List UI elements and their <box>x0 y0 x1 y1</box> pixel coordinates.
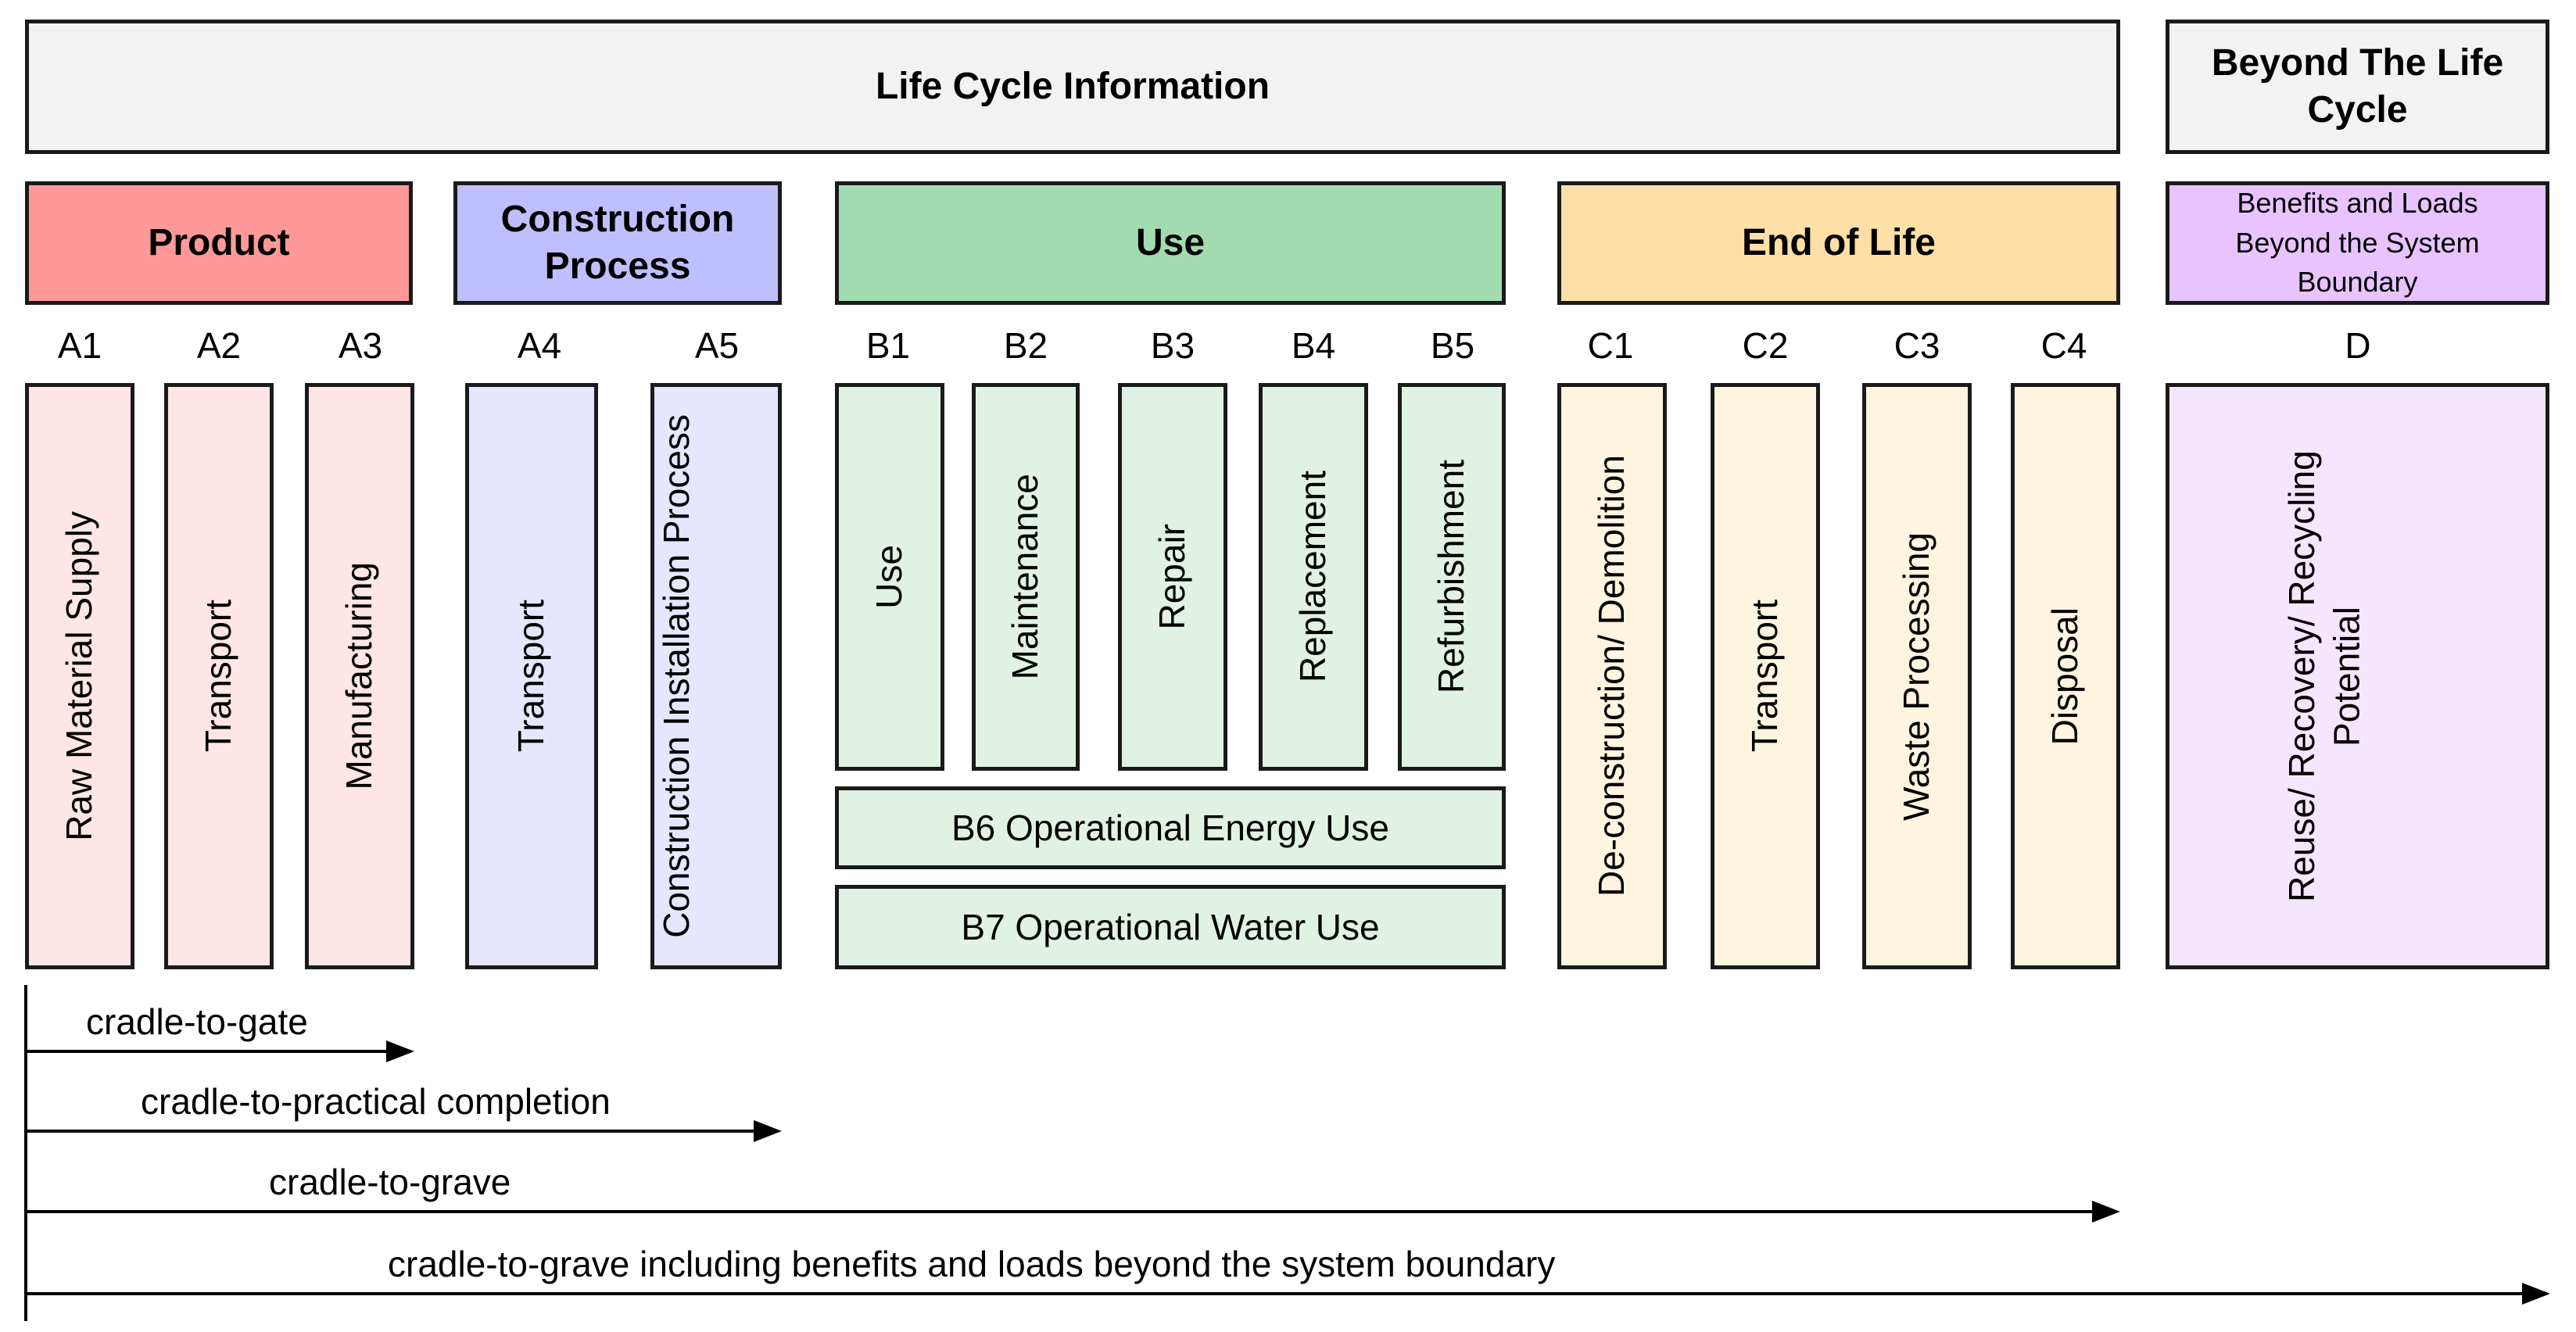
module-c4-disposal: Disposal <box>2011 383 2120 969</box>
end-of-life-stage-header: End of Life <box>1557 181 2120 305</box>
module-a5-construction-installation: Construction Installation Process <box>650 383 782 969</box>
module-c1-deconstruction-demolition: De-construction/ Demolition <box>1557 383 1667 969</box>
module-b4-replacement: Replacement <box>1259 383 1368 771</box>
end-of-life-stage-label: End of Life <box>1742 222 1936 263</box>
product-stage-label: Product <box>148 222 290 263</box>
beyond-life-cycle-banner: Beyond The Life Cycle <box>2166 20 2549 154</box>
module-b6-operational-energy-use: B6 Operational Energy Use <box>835 786 1506 869</box>
code-a1: A1 <box>57 325 102 366</box>
module-b3-repair: Repair <box>1118 383 1227 771</box>
benefits-stage-label: Benefits and Loads Beyond the System Bou… <box>2235 187 2480 299</box>
cradle-to-practical-arrowhead <box>754 1120 782 1142</box>
module-a2-transport: Transport <box>164 383 274 969</box>
use-stage-header: Use <box>835 181 1506 305</box>
module-b7-operational-water-use: B7 Operational Water Use <box>835 885 1506 969</box>
cradle-to-grave-beyond-label: cradle-to-grave including benefits and l… <box>388 1244 1556 1284</box>
module-a4-transport: Transport <box>465 383 598 969</box>
product-stage-header: Product <box>25 181 413 305</box>
code-a4: A4 <box>517 325 562 366</box>
code-a5: A5 <box>694 325 740 366</box>
module-b5-refurbishment: Refurbishment <box>1398 383 1506 771</box>
module-d-reuse-recovery-recycling: Reuse/ Recovery/ Recycling Potential <box>2166 383 2549 969</box>
beyond-life-cycle-label: Beyond The Life Cycle <box>2211 42 2504 131</box>
code-c3: C3 <box>1893 325 1940 366</box>
code-b2: B2 <box>1003 325 1048 366</box>
cradle-to-gate-arrowhead <box>386 1040 414 1062</box>
module-c2-transport: Transport <box>1711 383 1820 969</box>
code-c1: C1 <box>1587 325 1634 366</box>
module-b2-maintenance: Maintenance <box>972 383 1080 771</box>
code-b4: B4 <box>1291 325 1336 366</box>
code-d: D <box>2345 325 2371 366</box>
code-b5: B5 <box>1430 325 1475 366</box>
code-a2: A2 <box>196 325 242 366</box>
module-c3-waste-processing: Waste Processing <box>1862 383 1972 969</box>
cradle-to-grave-beyond-arrowhead <box>2522 1283 2550 1305</box>
code-c4: C4 <box>2040 325 2087 366</box>
cradle-to-gate-label: cradle-to-gate <box>86 1001 308 1042</box>
module-a1-raw-material-supply: Raw Material Supply <box>25 383 134 969</box>
construction-stage-label: Construction Process <box>500 199 735 287</box>
module-a3-manufacturing: Manufacturing <box>305 383 414 969</box>
life-cycle-information-label: Life Cycle Information <box>875 66 1270 107</box>
module-b1-use: Use <box>835 383 944 771</box>
code-c2: C2 <box>1742 325 1789 366</box>
use-stage-label: Use <box>1135 222 1206 263</box>
cradle-to-practical-label: cradle-to-practical completion <box>141 1081 611 1122</box>
cradle-to-grave-arrowhead <box>2092 1201 2120 1223</box>
code-b3: B3 <box>1150 325 1195 366</box>
benefits-stage-header: Benefits and Loads Beyond the System Bou… <box>2166 181 2549 305</box>
construction-stage-header: Construction Process <box>453 181 782 305</box>
life-cycle-information-banner: Life Cycle Information <box>25 20 2120 154</box>
code-b1: B1 <box>865 325 911 366</box>
code-a3: A3 <box>338 325 383 366</box>
cradle-to-grave-label: cradle-to-grave <box>269 1162 511 1202</box>
